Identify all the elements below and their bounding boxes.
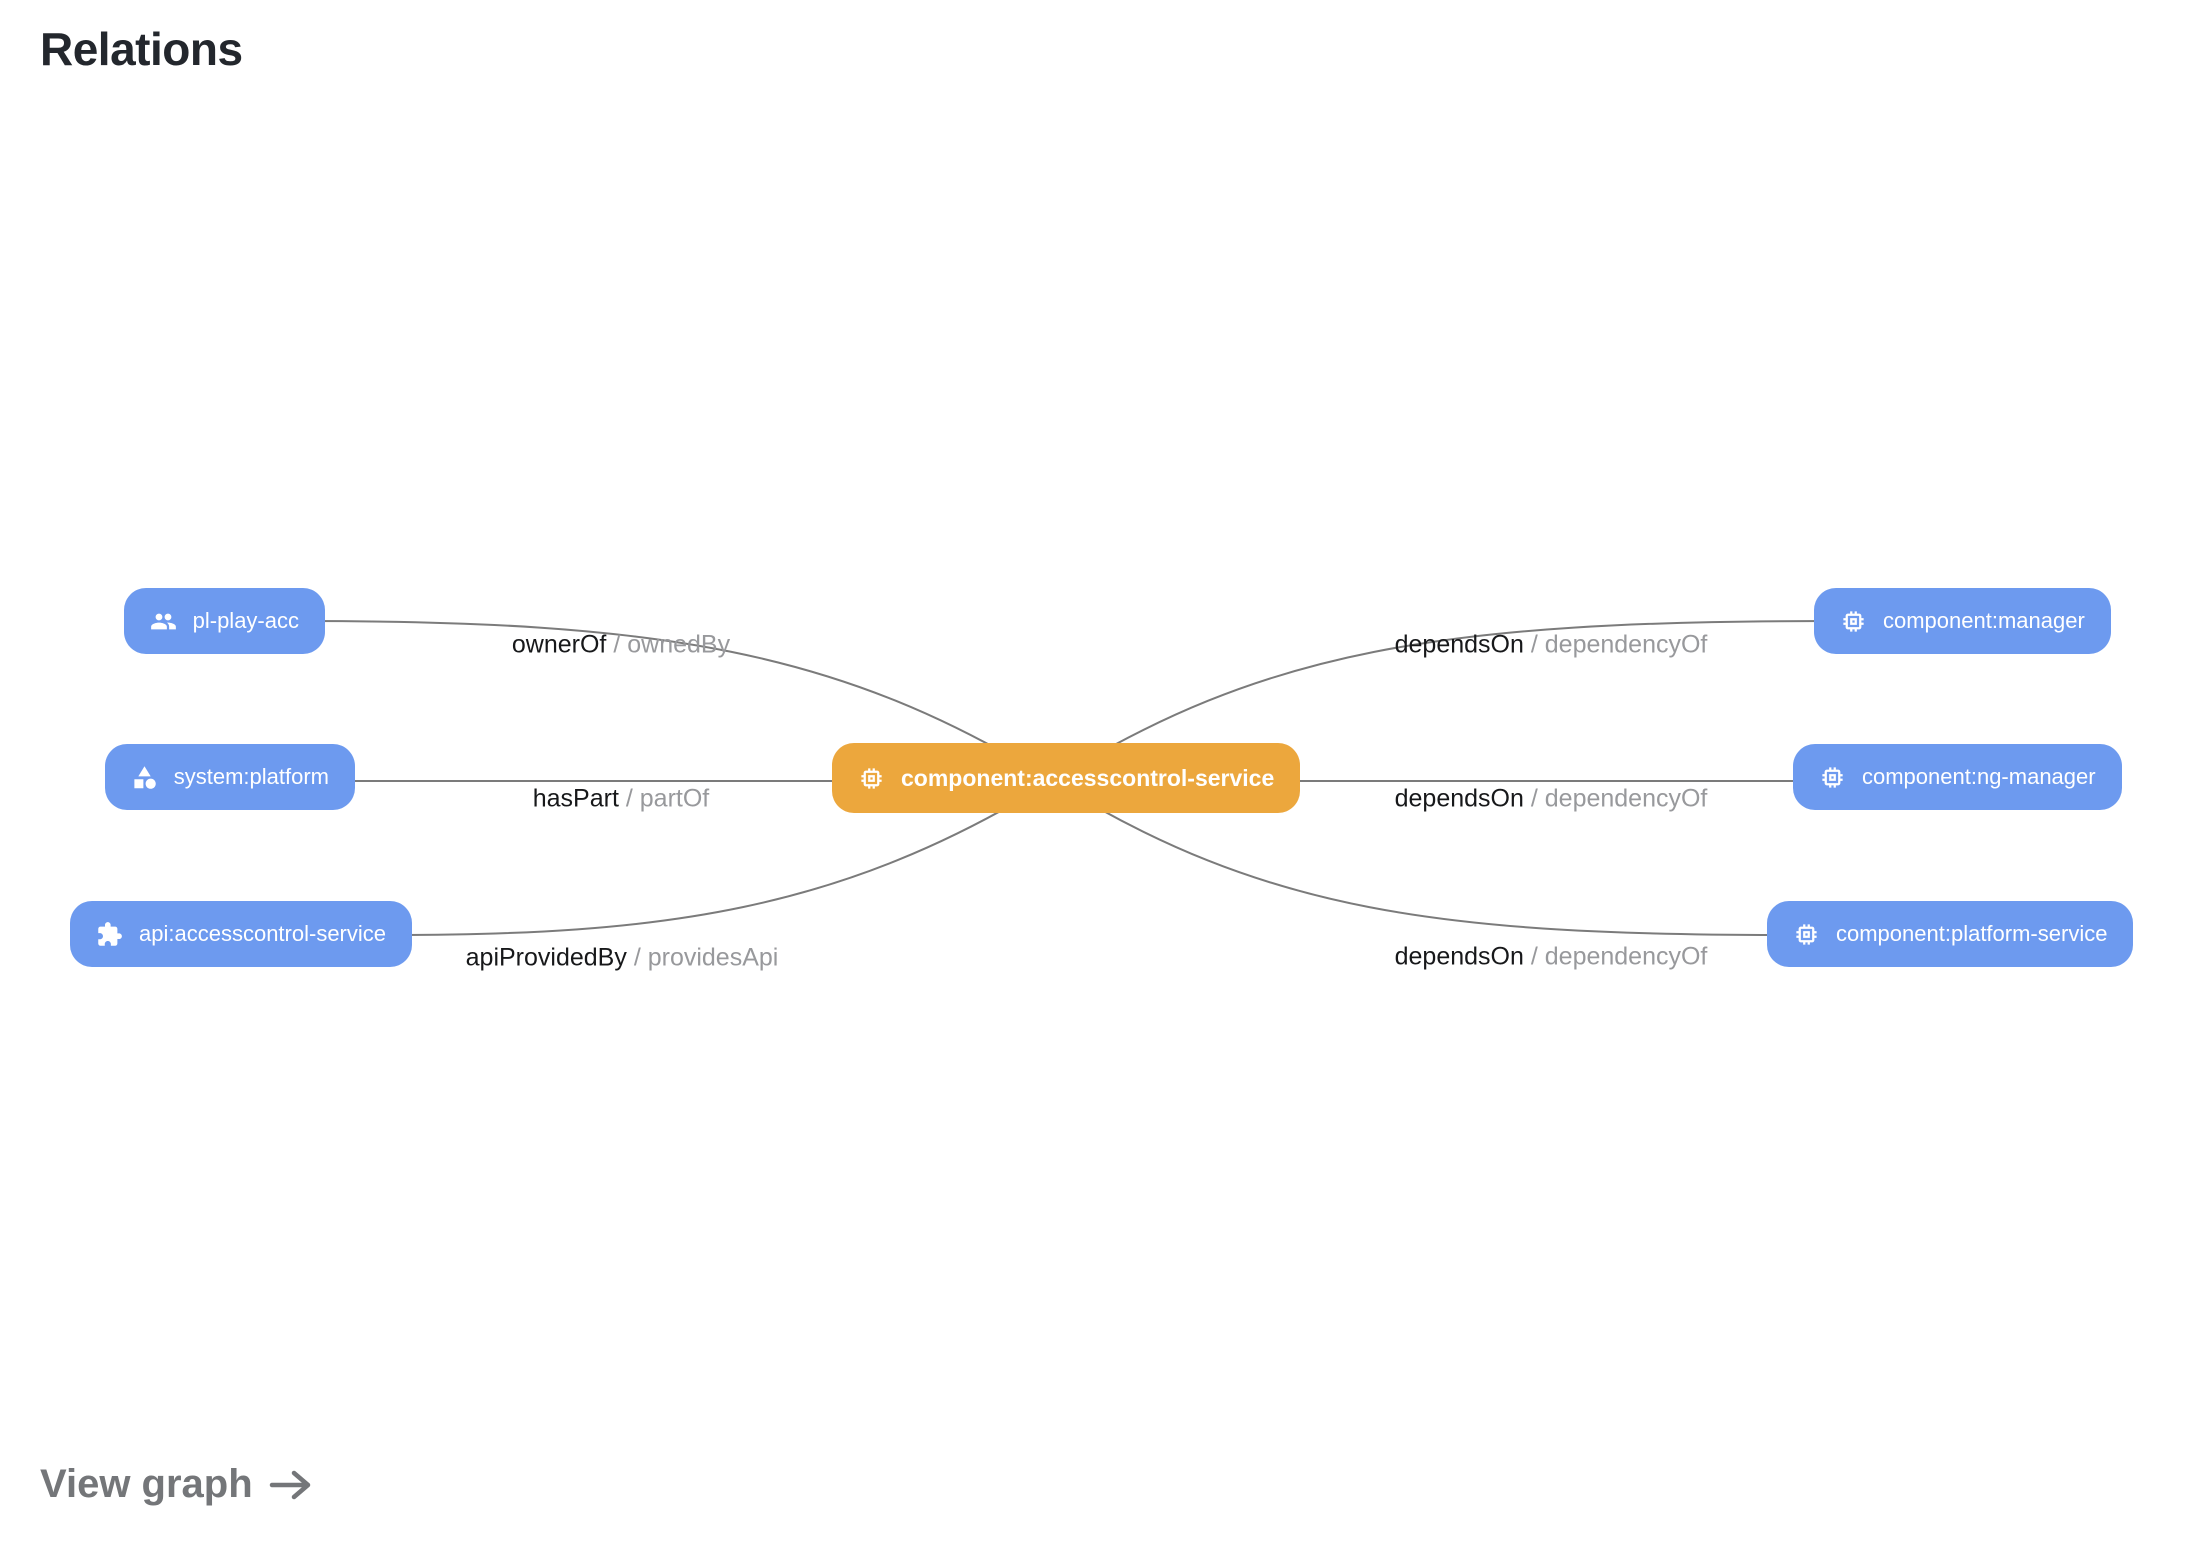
arrow-right-icon	[269, 1468, 313, 1502]
entity-node-system-platform[interactable]: system:platform	[104, 744, 355, 810]
memory-chip-icon	[1840, 608, 1867, 635]
entity-node-component-accesscontrol-service[interactable]: component:accesscontrol-service	[832, 743, 1301, 813]
entity-node-component-manager[interactable]: component:manager	[1814, 588, 2111, 654]
entity-node-label: api:accesscontrol-service	[139, 921, 386, 946]
entity-node-label: component:ng-manager	[1862, 764, 2096, 789]
edge-label-dependson-2: dependsOn / dependencyOf	[1395, 785, 1708, 814]
relation-reverse-label: dependencyOf	[1544, 784, 1708, 813]
relation-separator: /	[633, 943, 641, 972]
edge-path-apiprovidedby	[389, 780, 1053, 936]
relation-separator: /	[1530, 784, 1538, 813]
relation-forward-label: apiProvidedBy	[465, 943, 627, 972]
edge-label-dependson-3: dependsOn / dependencyOf	[1395, 943, 1708, 972]
entity-node-component-ng-manager[interactable]: component:ng-manager	[1793, 744, 2122, 810]
edge-label-haspart: hasPart / partOf	[533, 785, 710, 814]
edge-path-dependson-3	[1051, 780, 1791, 936]
page-title: Relations	[40, 23, 243, 75]
relation-separator: /	[1530, 630, 1538, 659]
entity-node-component-platform-service[interactable]: component:platform-service	[1767, 901, 2134, 967]
edge-path-ownerof	[299, 620, 1053, 782]
entity-node-pl-play-acc[interactable]: pl-play-acc	[123, 588, 325, 654]
relation-reverse-label: providesApi	[647, 943, 779, 972]
edge-path-dependson-1	[1051, 620, 1831, 782]
memory-chip-icon	[1793, 921, 1820, 948]
relation-forward-label: dependsOn	[1394, 942, 1524, 971]
memory-chip-icon	[858, 765, 885, 792]
relation-separator: /	[613, 630, 621, 659]
category-shapes-icon	[131, 764, 158, 791]
puzzle-extension-icon	[96, 921, 123, 948]
entity-node-api-accesscontrol-service[interactable]: api:accesscontrol-service	[70, 901, 412, 967]
view-graph-label: View graph	[40, 1462, 253, 1506]
relation-separator: /	[1530, 942, 1538, 971]
relation-forward-label: hasPart	[532, 784, 619, 813]
entity-node-label: pl-play-acc	[192, 608, 299, 633]
entity-node-label: system:platform	[173, 764, 329, 789]
relation-forward-label: ownerOf	[511, 630, 607, 659]
relation-separator: /	[625, 784, 633, 813]
entity-node-label: component:platform-service	[1836, 921, 2108, 946]
entity-node-label: component:accesscontrol-service	[901, 764, 1275, 791]
relation-forward-label: dependsOn	[1394, 784, 1524, 813]
edge-label-ownerof: ownerOf / ownedBy	[512, 631, 730, 660]
relation-reverse-label: dependencyOf	[1544, 942, 1708, 971]
memory-chip-icon	[1819, 764, 1846, 791]
entity-node-label: component:manager	[1883, 608, 2085, 633]
view-graph-link[interactable]: View graph	[40, 1462, 313, 1507]
people-icon	[150, 608, 177, 635]
edge-label-dependson-1: dependsOn / dependencyOf	[1395, 631, 1708, 660]
relation-reverse-label: ownedBy	[627, 630, 731, 659]
relation-forward-label: dependsOn	[1394, 630, 1524, 659]
edge-label-apiprovidedby: apiProvidedBy / providesApi	[466, 944, 779, 973]
relation-reverse-label: partOf	[639, 784, 710, 813]
relation-reverse-label: dependencyOf	[1544, 630, 1708, 659]
